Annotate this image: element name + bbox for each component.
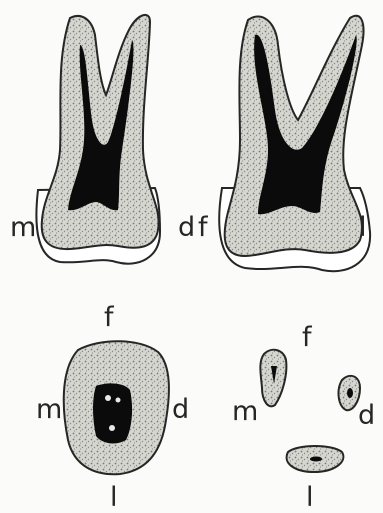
tooth-mesiodistal-section: [36, 15, 160, 264]
dentin-body: [42, 15, 159, 249]
label-facial: f: [302, 324, 312, 351]
label-mesial: m: [36, 396, 62, 423]
dentin-body: [225, 16, 364, 256]
label-mesial: m: [232, 398, 258, 425]
label-distal: d: [172, 396, 189, 423]
label-distal: d: [178, 214, 195, 241]
tooth-faciolingual-section: [219, 16, 370, 271]
label-lingual: l: [359, 214, 367, 241]
label-lingual: l: [306, 484, 314, 511]
root-cross-sections: [260, 350, 360, 472]
cervical-cross-section: [64, 341, 169, 474]
label-facial: f: [104, 304, 114, 331]
label-distal: d: [358, 402, 375, 429]
label-facial: f: [198, 214, 208, 241]
label-lingual: l: [110, 484, 118, 511]
label-mesial: m: [10, 214, 36, 241]
pulp-canal-section: [93, 383, 132, 443]
